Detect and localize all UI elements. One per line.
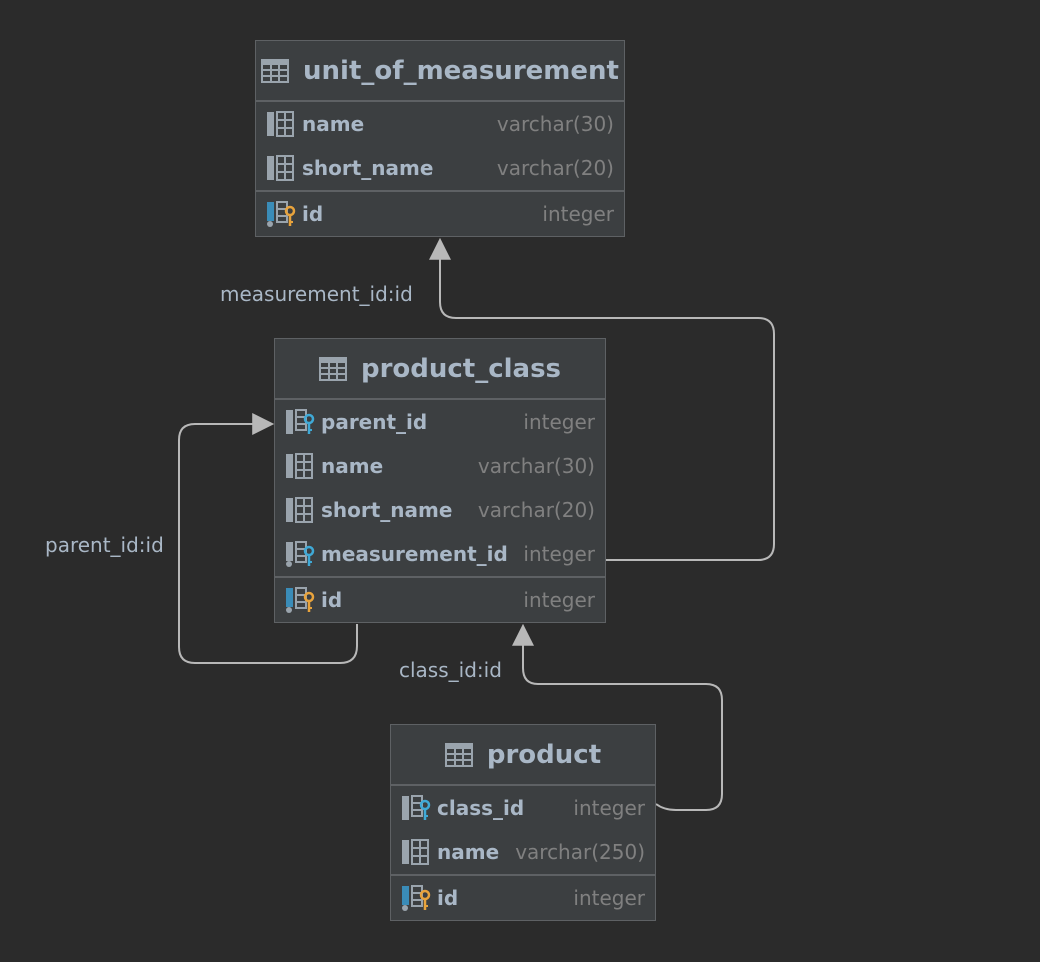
keys-section: id integer: [256, 192, 624, 236]
column-row[interactable]: name varchar(30): [275, 444, 605, 488]
primary-key-icon: [266, 201, 296, 227]
column-icon: [266, 155, 296, 181]
columns-section: name varchar(30) short_name varchar(20): [256, 102, 624, 192]
column-type: integer: [542, 202, 614, 226]
table-header: product: [391, 725, 655, 786]
column-type: varchar(30): [477, 454, 595, 478]
column-name: id: [321, 588, 343, 612]
column-type: integer: [523, 542, 595, 566]
column-name: class_id: [437, 796, 525, 820]
column-name: name: [437, 840, 500, 864]
column-type: varchar(250): [515, 840, 645, 864]
edge-class[interactable]: [512, 623, 723, 811]
edge-measurement[interactable]: [429, 237, 775, 561]
column-type: integer: [523, 588, 595, 612]
column-icon: [285, 497, 315, 523]
table-header: unit_of_measurement: [256, 41, 624, 102]
table-product[interactable]: product class_id integer name varchar(25…: [390, 724, 656, 921]
column-name: parent_id: [321, 410, 428, 434]
column-name: id: [302, 202, 324, 226]
label-parent-relation: parent_id:id: [45, 533, 164, 557]
primary-key-row[interactable]: id integer: [275, 578, 605, 622]
column-icon: [266, 111, 296, 137]
column-icon: [285, 453, 315, 479]
column-row[interactable]: measurement_id integer: [275, 532, 605, 576]
column-name: measurement_id: [321, 542, 508, 566]
column-name: name: [302, 112, 365, 136]
table-icon: [445, 743, 473, 767]
table-title: product_class: [360, 353, 562, 384]
primary-key-icon: [285, 587, 315, 613]
column-icon: [401, 839, 431, 865]
table-icon: [261, 59, 289, 83]
column-type: varchar(20): [496, 156, 614, 180]
table-icon: [319, 357, 347, 381]
column-row[interactable]: class_id integer: [391, 786, 655, 830]
column-row[interactable]: short_name varchar(20): [256, 146, 624, 190]
column-name: name: [321, 454, 384, 478]
table-title: unit_of_measurement: [303, 55, 619, 86]
column-type: integer: [573, 796, 645, 820]
column-type: varchar(20): [477, 498, 595, 522]
column-type: integer: [523, 410, 595, 434]
column-name: short_name: [321, 498, 453, 522]
primary-key-icon: [401, 885, 431, 911]
columns-section: parent_id integer name varchar(30) short…: [275, 400, 605, 578]
columns-section: class_id integer name varchar(250): [391, 786, 655, 876]
table-unit-of-measurement[interactable]: unit_of_measurement name varchar(30) sho…: [255, 40, 625, 237]
column-name: short_name: [302, 156, 434, 180]
column-name: id: [437, 886, 459, 910]
column-type: integer: [573, 886, 645, 910]
edge-parent[interactable]: [178, 413, 358, 664]
label-class-relation: class_id:id: [399, 658, 502, 682]
label-measurement-relation: measurement_id:id: [220, 282, 413, 306]
column-row[interactable]: name varchar(250): [391, 830, 655, 874]
indexed-foreign-key-icon: [285, 541, 315, 567]
column-row[interactable]: short_name varchar(20): [275, 488, 605, 532]
column-row[interactable]: parent_id integer: [275, 400, 605, 444]
column-row[interactable]: name varchar(30): [256, 102, 624, 146]
table-title: product: [486, 739, 602, 770]
foreign-key-icon: [401, 795, 431, 821]
primary-key-row[interactable]: id integer: [391, 876, 655, 920]
column-type: varchar(30): [496, 112, 614, 136]
foreign-key-icon: [285, 409, 315, 435]
keys-section: id integer: [275, 578, 605, 622]
table-header: product_class: [275, 339, 605, 400]
keys-section: id integer: [391, 876, 655, 920]
table-product-class[interactable]: product_class parent_id integer name var…: [274, 338, 606, 623]
primary-key-row[interactable]: id integer: [256, 192, 624, 236]
